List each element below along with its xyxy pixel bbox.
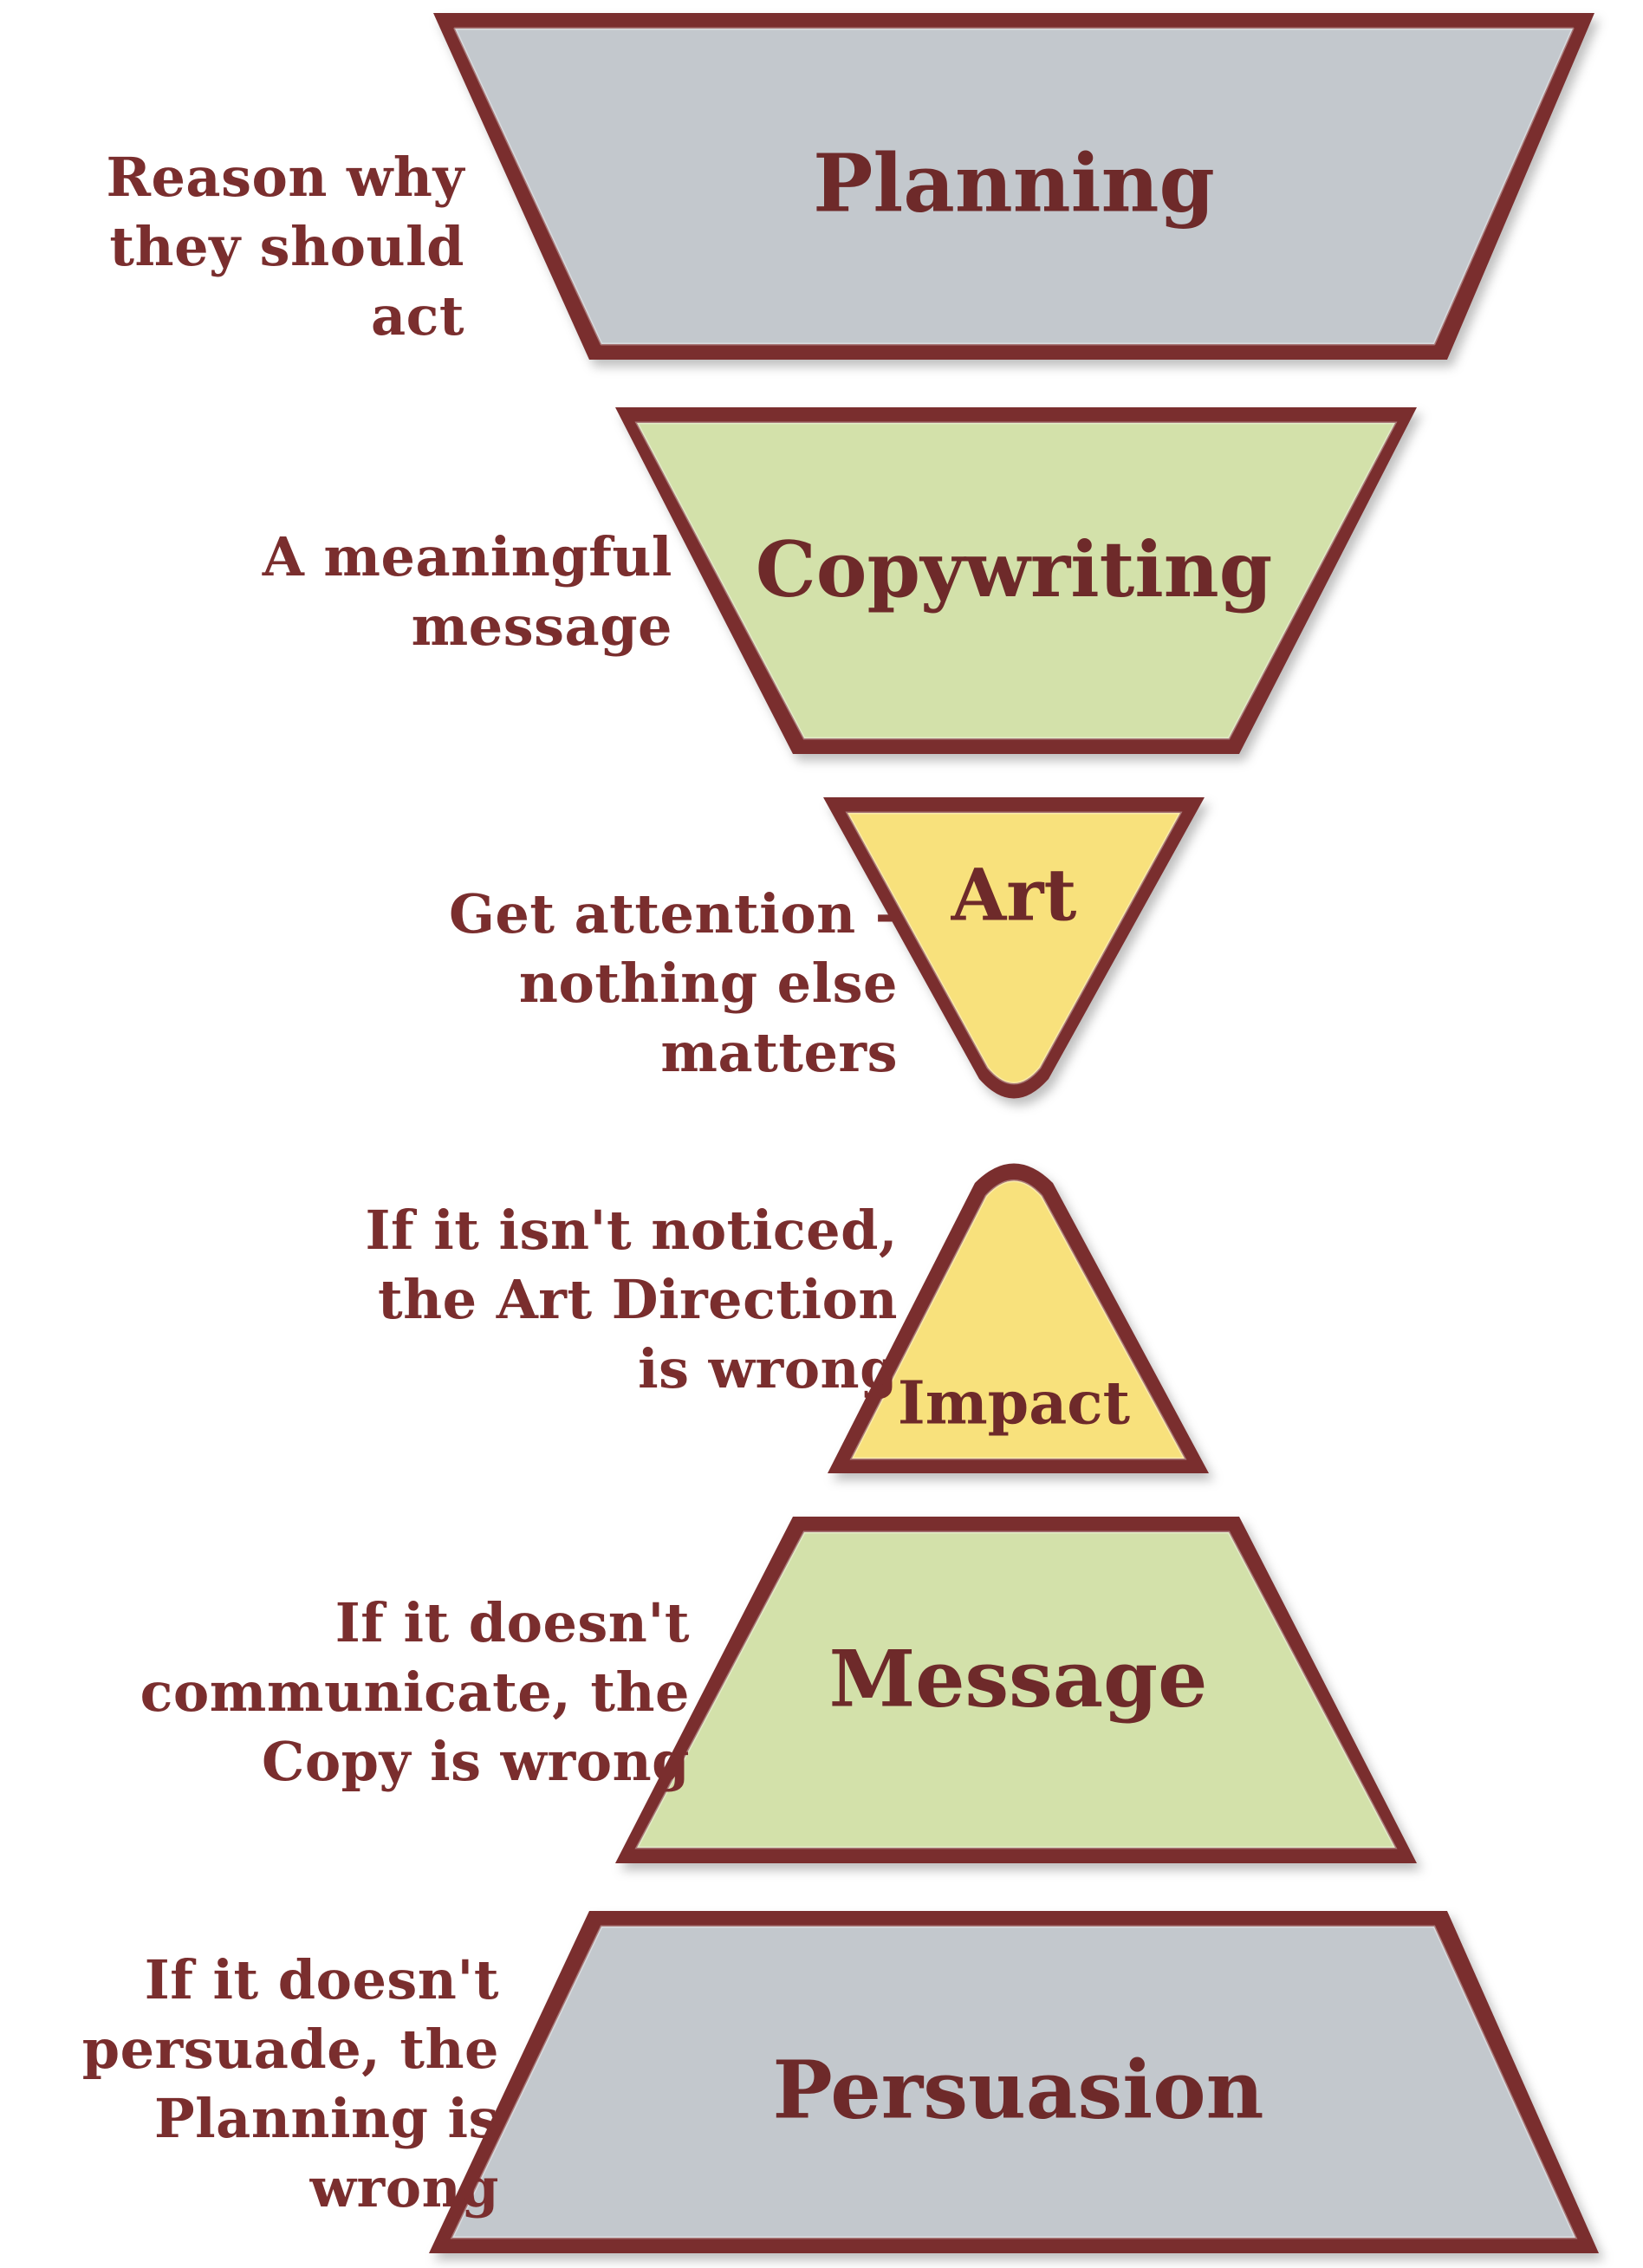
message-fill [634,1530,1398,1849]
impact-title: Impact [898,1369,1131,1439]
persuasion-shape: Persuasion [429,1911,1599,2253]
impact-label: If it isn't noticed, the Art Direction i… [365,1199,898,1400]
art-title: Art [951,854,1077,937]
persuasion-label: If it doesn't persuade, the Planning is … [81,1948,499,2219]
message-shape: Message [615,1517,1417,1863]
message-title: Message [829,1634,1208,1725]
planning-shape: Planning [433,13,1594,360]
copywriting-fill [634,421,1398,740]
art-label: Get attention - nothing else matters [448,882,898,1084]
impact-shape: Impact [828,1163,1209,1473]
persuasion-title: Persuasion [772,2044,1263,2137]
copywriting-shape: Copywriting [615,407,1417,754]
message-label: If it doesn't communicate, the Copy is w… [140,1591,690,1793]
art-shape: Art [823,797,1205,1099]
planning-label: Reason why they should act [106,146,464,348]
art-fill [845,811,1183,1085]
persuasion-fill [450,1925,1578,2239]
copywriting-title: Copywriting [756,524,1273,614]
copywriting-label: A meaningful message [262,525,672,658]
planning-fill [453,27,1575,346]
impact-fill [849,1179,1187,1460]
planning-title: Planning [813,137,1215,231]
